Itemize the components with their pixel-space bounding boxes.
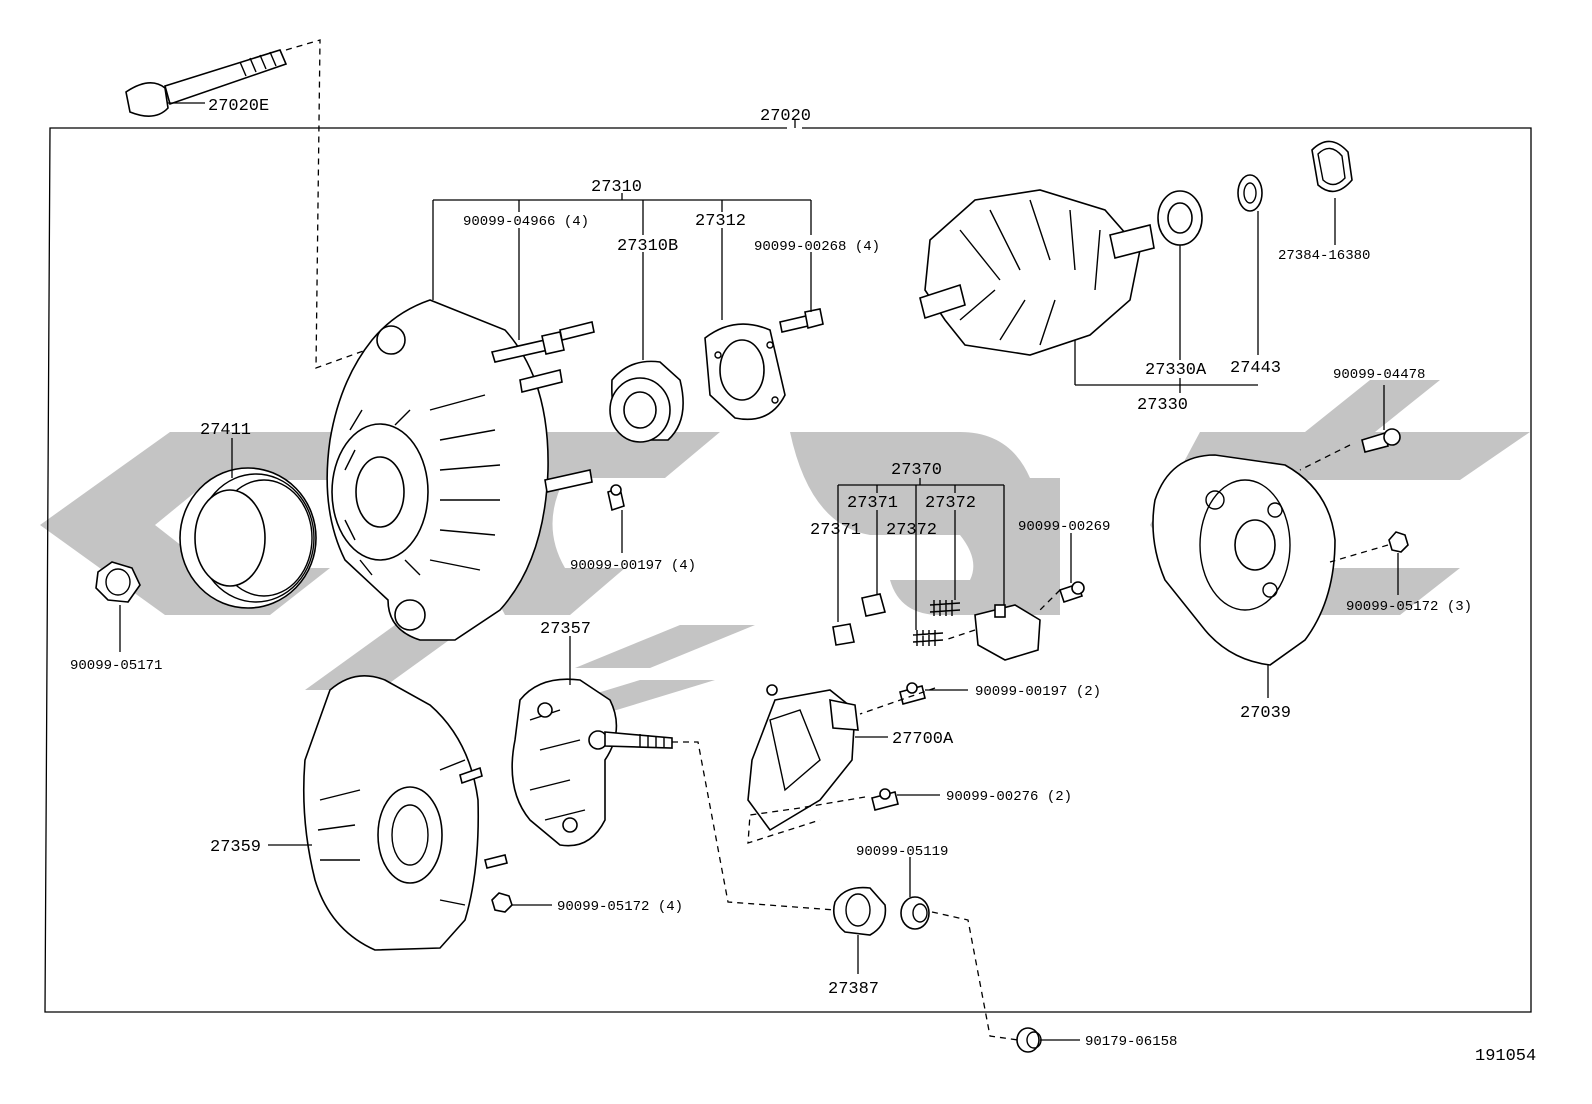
rectifier-part	[511, 678, 673, 847]
front-frame-part	[326, 299, 593, 641]
brush-holder-part	[974, 604, 1041, 661]
rear-bearing-part	[1157, 190, 1203, 246]
label-90099-00276-2: 90099-00276 (2)	[946, 789, 1072, 805]
bush-part	[900, 896, 930, 930]
regulator-screw-part	[871, 682, 926, 811]
label-90099-00268: 90099-00268 (4)	[754, 239, 880, 255]
label-27312: 27312	[695, 212, 746, 231]
through-bolt-part	[125, 49, 288, 117]
assembly-frame	[44, 120, 1532, 1013]
label-27387: 27387	[828, 980, 879, 999]
pulley-part	[179, 467, 317, 609]
label-27039: 27039	[1240, 704, 1291, 723]
label-27372-a: 27372	[925, 494, 976, 513]
label-27700a: 27700A	[892, 730, 954, 749]
ring-part	[1237, 174, 1263, 212]
regulator-part	[747, 684, 859, 832]
terminal-nut-part	[1016, 1027, 1042, 1053]
label-27371-a: 27371	[847, 494, 898, 513]
rear-frame-nut-part	[491, 892, 513, 913]
cover-nut-part	[1388, 531, 1409, 553]
label-90099-00197-4: 90099-00197 (4)	[570, 558, 696, 574]
rear-frame-part	[302, 674, 508, 951]
label-27411: 27411	[200, 421, 251, 440]
insulator-part	[832, 886, 887, 936]
plate-screw-part	[779, 308, 824, 333]
diagram-id: 191054	[1475, 1047, 1536, 1066]
label-27384-16380: 27384-16380	[1278, 248, 1370, 264]
label-27330: 27330	[1137, 396, 1188, 415]
label-27372-b: 27372	[886, 521, 937, 540]
label-90099-00269: 90099-00269	[1018, 519, 1110, 535]
label-27371-b: 27371	[810, 521, 861, 540]
label-90099-00197-2: 90099-00197 (2)	[975, 684, 1101, 700]
label-90179-06158: 90179-06158	[1085, 1034, 1177, 1050]
assembly-paths	[285, 39, 1389, 1041]
brush-set-part	[832, 593, 961, 646]
label-90099-04478: 90099-04478	[1333, 367, 1425, 383]
label-27020: 27020	[760, 107, 811, 126]
cover-bolt-part	[1361, 428, 1401, 453]
label-27310b: 27310B	[617, 237, 678, 256]
rear-cover-part	[1152, 454, 1336, 666]
label-90099-04966: 90099-04966 (4)	[463, 214, 589, 230]
label-90099-05172-4: 90099-05172 (4)	[557, 899, 683, 915]
label-27330a: 27330A	[1145, 361, 1207, 380]
label-27359: 27359	[210, 838, 261, 857]
leader-lines	[119, 102, 1399, 1041]
part-labels: 27020E 27020 27310 90099-04966 (4) 27312…	[70, 97, 1536, 1066]
label-27370: 27370	[891, 461, 942, 480]
pulley-nut-part	[95, 561, 141, 603]
label-27310: 27310	[591, 178, 642, 197]
label-90099-05119: 90099-05119	[856, 844, 948, 860]
label-90099-05171: 90099-05171	[70, 658, 162, 674]
label-90099-05172-3: 90099-05172 (3)	[1346, 599, 1472, 615]
label-27020e: 27020E	[208, 97, 269, 116]
holder-screw-part	[1058, 581, 1085, 604]
label-27443: 27443	[1230, 359, 1281, 378]
label-27357: 27357	[540, 620, 591, 639]
retainer-plate-part	[704, 323, 786, 421]
stud-bolt-part	[490, 321, 595, 363]
cover-gasket-part	[1311, 140, 1353, 193]
rotor-part	[919, 189, 1155, 356]
frame-screw-part	[607, 484, 625, 512]
front-bearing-part	[609, 360, 684, 443]
